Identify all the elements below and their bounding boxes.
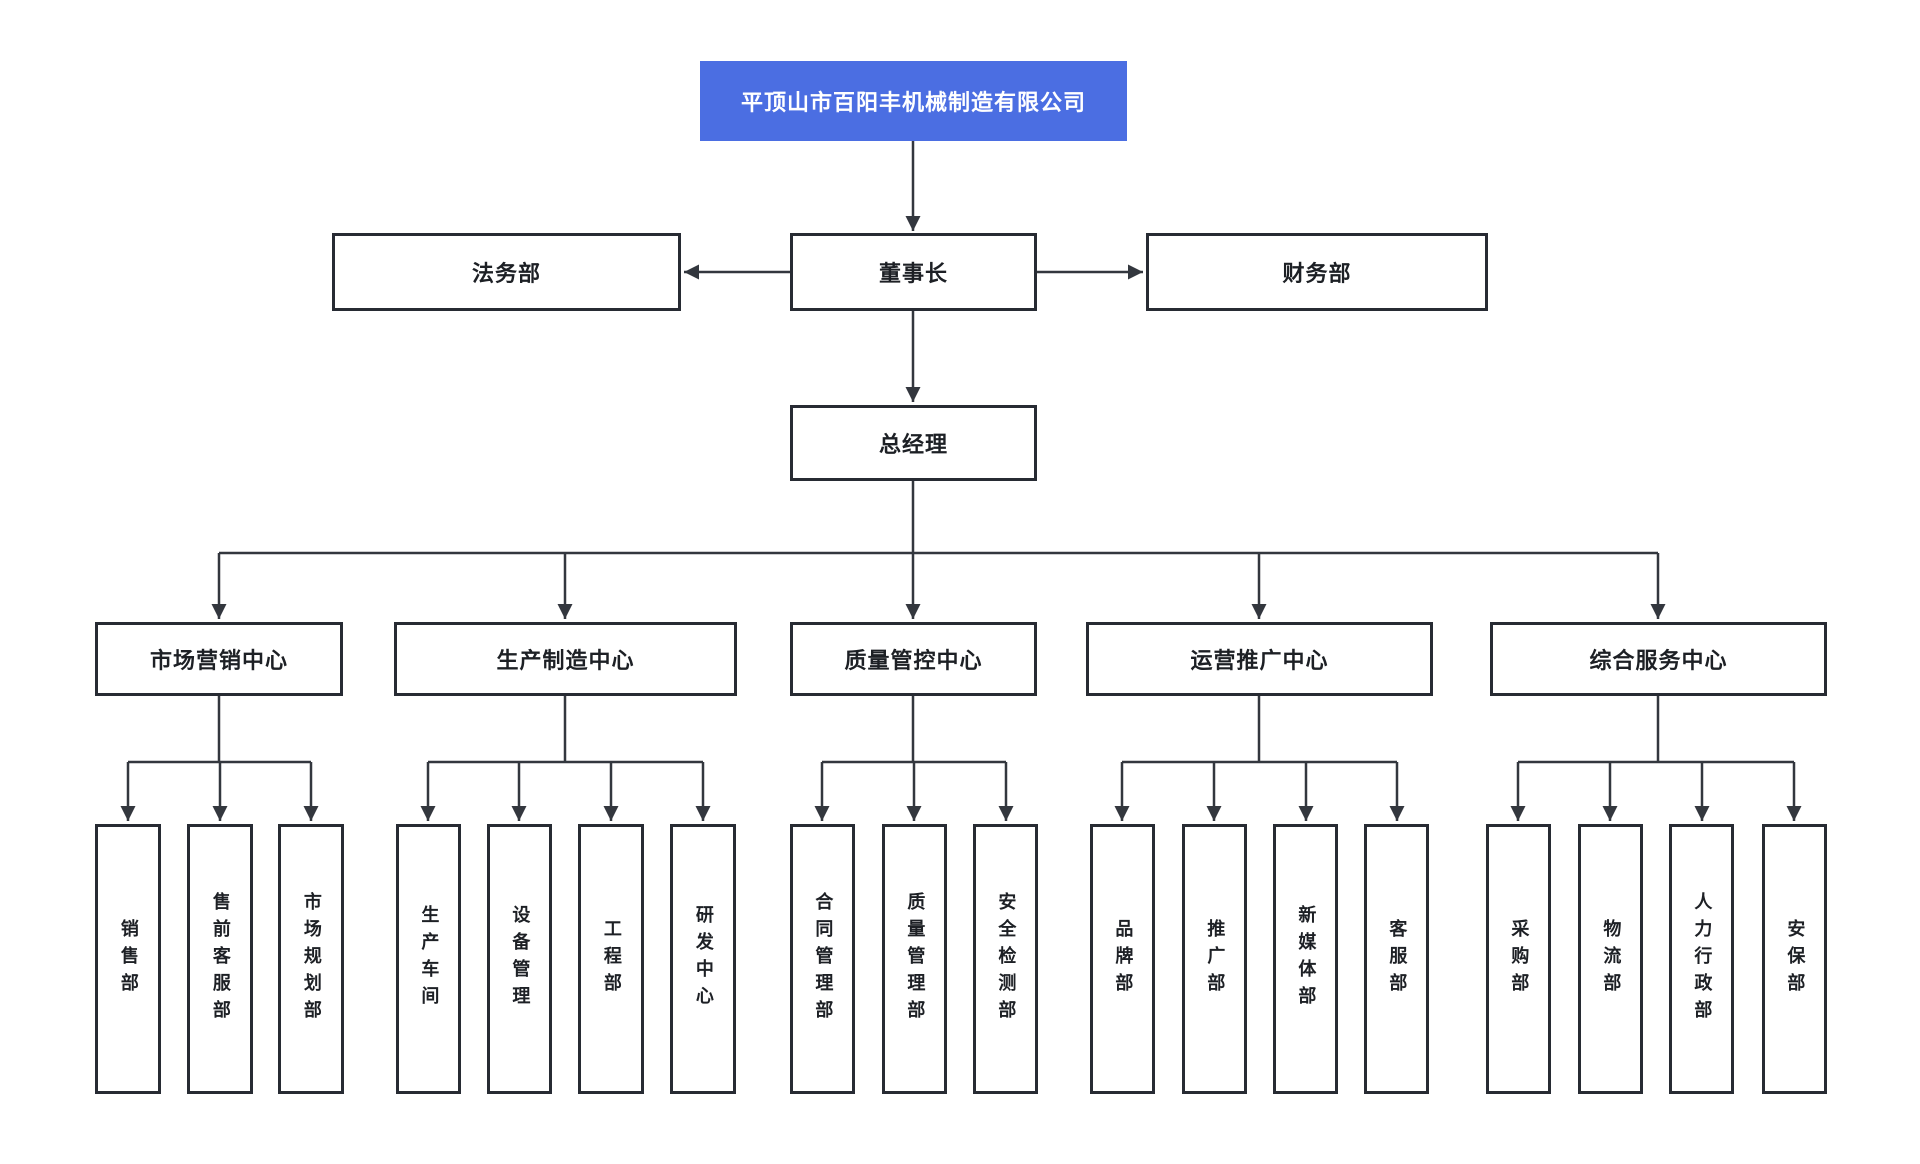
- org-node-presales-service-dept: 售前客服部: [187, 824, 253, 1094]
- dept-label: 生产车间: [419, 905, 440, 1013]
- org-node-services-center: 综合服务中心: [1490, 622, 1827, 696]
- dept-label: 安保部: [1785, 918, 1806, 1000]
- org-node-logistics-dept: 物流部: [1578, 824, 1643, 1094]
- org-node-brand-dept: 品牌部: [1090, 824, 1155, 1094]
- org-node-security-dept: 安保部: [1762, 824, 1827, 1094]
- dept-label: 安全检测部: [996, 891, 1017, 1027]
- org-node-hr-admin-dept: 人力行政部: [1669, 824, 1734, 1094]
- dept-label: 客服部: [1387, 918, 1408, 1000]
- general-manager-label: 总经理: [878, 432, 948, 457]
- dept-label: 销售部: [118, 918, 139, 1000]
- org-node-general-manager: 总经理: [790, 405, 1037, 481]
- org-node-legal-dept: 法务部: [332, 233, 681, 311]
- dept-label: 人力行政部: [1692, 891, 1713, 1027]
- org-node-sales-dept: 销售部: [95, 824, 161, 1094]
- dept-label: 物流部: [1601, 918, 1622, 1000]
- dept-label: 采购部: [1509, 918, 1530, 1000]
- center-label: 市场营销中心: [149, 648, 288, 673]
- org-node-customer-service-dept: 客服部: [1364, 824, 1429, 1094]
- org-node-safety-inspection-dept: 安全检测部: [973, 824, 1038, 1094]
- org-node-contract-management-dept: 合同管理部: [790, 824, 855, 1094]
- org-node-engineering-dept: 工程部: [578, 824, 644, 1094]
- org-node-finance-dept: 财务部: [1146, 233, 1488, 311]
- center-label: 运营推广中心: [1190, 648, 1329, 673]
- org-node-promotion-dept: 推广部: [1182, 824, 1247, 1094]
- org-node-procurement-dept: 采购部: [1486, 824, 1551, 1094]
- org-node-market-planning-dept: 市场规划部: [278, 824, 344, 1094]
- company-label: 平顶山市百阳丰机械制造有限公司: [740, 90, 1086, 115]
- chairman-label: 董事长: [878, 261, 948, 286]
- dept-label: 市场规划部: [301, 891, 322, 1027]
- dept-label: 售前客服部: [210, 891, 231, 1027]
- org-node-operations-center: 运营推广中心: [1086, 622, 1433, 696]
- center-label: 生产制造中心: [496, 648, 635, 673]
- dept-label: 合同管理部: [813, 891, 834, 1027]
- org-node-chairman: 董事长: [790, 233, 1037, 311]
- org-node-company: 平顶山市百阳丰机械制造有限公司: [700, 61, 1127, 141]
- org-node-marketing-center: 市场营销中心: [95, 622, 343, 696]
- org-node-equipment-management: 设备管理: [487, 824, 552, 1094]
- finance-dept-label: 财务部: [1282, 261, 1352, 286]
- org-node-quality-management-dept: 质量管理部: [882, 824, 947, 1094]
- dept-label: 质量管理部: [905, 891, 926, 1027]
- dept-label: 推广部: [1205, 918, 1226, 1000]
- dept-label: 新媒体部: [1296, 905, 1317, 1013]
- center-label: 质量管控中心: [844, 648, 983, 673]
- org-node-production-center: 生产制造中心: [394, 622, 737, 696]
- legal-dept-label: 法务部: [471, 261, 541, 286]
- dept-label: 工程部: [601, 918, 622, 1000]
- org-node-rd-center: 研发中心: [670, 824, 736, 1094]
- org-node-quality-center: 质量管控中心: [790, 622, 1037, 696]
- dept-label: 研发中心: [693, 905, 714, 1013]
- org-node-production-workshop: 生产车间: [396, 824, 461, 1094]
- org-node-new-media-dept: 新媒体部: [1273, 824, 1338, 1094]
- connector-rails: [128, 481, 1794, 764]
- dept-label: 品牌部: [1113, 918, 1134, 1000]
- center-label: 综合服务中心: [1589, 648, 1728, 673]
- dept-label: 设备管理: [510, 905, 531, 1013]
